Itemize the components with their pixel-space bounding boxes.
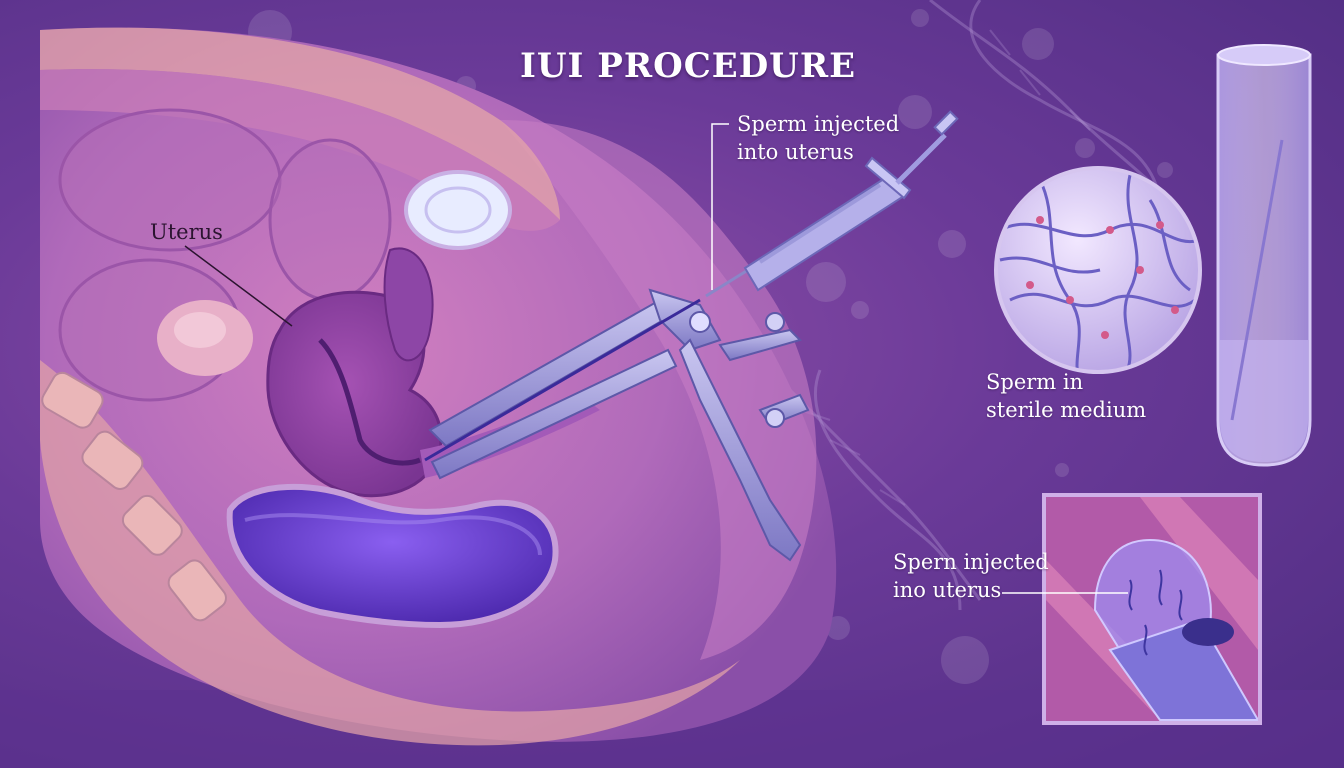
leader-lines-white (711, 123, 1128, 594)
leader-lines (184, 245, 293, 327)
inset-label-line1: Spern injected (893, 550, 1049, 574)
test-tube-icon (1216, 44, 1312, 467)
medium-label-line1: Sperm in (986, 370, 1084, 394)
bladder-highlight (244, 513, 542, 556)
dna-helix-icon (778, 0, 1182, 611)
syringe-label-line2: into uterus (737, 140, 854, 164)
inset-label: Spern injected ino uterus (893, 548, 1049, 604)
uterus-label: Uterus (150, 218, 223, 246)
uterine-cavity (318, 338, 421, 466)
cyst-ring (424, 186, 492, 234)
sperm-magnifier-icon (994, 166, 1202, 374)
uterus-label-text: Uterus (150, 220, 223, 244)
pelvic-floor (40, 360, 740, 746)
skin-fold (500, 120, 817, 660)
page-title: IUI PROCEDURE (519, 46, 857, 86)
cyst (404, 170, 512, 250)
syringe-label: Sperm injected into uterus (737, 110, 899, 166)
syringe-label-line1: Sperm injected (737, 112, 900, 136)
speculum-icon (428, 288, 810, 562)
bladder (226, 483, 559, 629)
fallopian-fold (383, 247, 434, 362)
ovary-highlight (174, 312, 226, 348)
medium-label-line2: sterile medium (986, 398, 1147, 422)
syringe-icon (705, 110, 959, 298)
catheter (424, 298, 701, 462)
medium-label: Sperm in sterile medium (986, 368, 1146, 424)
vertebrae (41, 371, 227, 622)
inset-label-line2: ino uterus (893, 578, 1002, 602)
inset-panel (1042, 493, 1262, 725)
abdominal-wall (40, 27, 560, 220)
